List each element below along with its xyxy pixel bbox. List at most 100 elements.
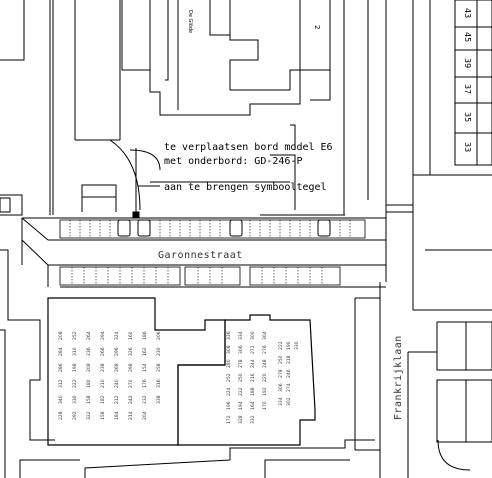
house-number: 322 — [86, 411, 92, 420]
building-number: 2 — [313, 25, 321, 29]
annotation-line-1: te verplaatsen bord model E6 — [164, 142, 333, 153]
house-number: 300 — [250, 331, 256, 340]
house-number: 264 — [86, 331, 92, 340]
house-number: 330 — [294, 341, 300, 350]
house-number: 278 — [238, 359, 244, 368]
house-number: 43 — [463, 8, 472, 18]
house-number: 334 — [238, 331, 244, 340]
house-number: 218 — [286, 355, 292, 364]
house-number: 238 — [100, 363, 106, 372]
house-number: 294 — [100, 331, 106, 340]
house-number: 284 — [58, 347, 64, 356]
house-number: 276 — [262, 345, 268, 354]
house-number: 306 — [238, 345, 244, 354]
house-number: 308 — [226, 345, 232, 354]
house-number: 280 — [226, 359, 232, 368]
house-number: 252 — [72, 331, 78, 340]
house-number: 180 — [86, 379, 92, 388]
house-number: 310 — [72, 347, 78, 356]
house-number: 154 — [142, 363, 148, 372]
house-number: 204 — [142, 411, 148, 420]
house-number: 222 — [238, 387, 244, 396]
house-number: 328 — [238, 415, 244, 424]
house-number: 208 — [58, 331, 64, 340]
house-number: 304 — [262, 331, 268, 340]
street-label-frankrijklaan: Frankrijklaan — [393, 335, 404, 420]
house-numbers-left-block: 2082842863123402282523101982223302922642… — [58, 331, 162, 420]
street-label-garonnestraat: Garonnestraat — [158, 250, 243, 261]
house-number: 306 — [278, 383, 284, 392]
house-number: 274 — [286, 383, 292, 392]
house-number: 296 — [114, 347, 120, 356]
house-number: 340 — [58, 395, 64, 404]
house-number: 158 — [86, 395, 92, 404]
house-number: 164 — [250, 401, 256, 410]
house-number: 248 — [262, 359, 268, 368]
house-number: 312 — [58, 379, 64, 388]
annotation-line-2: met onderbord: GD-246-P — [164, 156, 302, 167]
house-number: 252 — [226, 373, 232, 382]
house-number: 232 — [142, 395, 148, 404]
house-number: 236 — [86, 347, 92, 356]
house-number: 212 — [114, 395, 120, 404]
house-number: 244 — [250, 359, 256, 368]
house-number: 222 — [72, 379, 78, 388]
house-number: 184 — [114, 411, 120, 420]
house-number: 176 — [142, 379, 148, 388]
house-number: 214 — [128, 411, 134, 420]
house-number: 338 — [156, 395, 162, 404]
house-number: 188 — [250, 387, 256, 396]
house-number: 336 — [226, 331, 232, 340]
house-number: 194 — [238, 401, 244, 410]
house-number: 222 — [278, 341, 284, 350]
house-number: 186 — [142, 331, 148, 340]
house-number: 298 — [128, 363, 134, 372]
house-number: 250 — [238, 373, 244, 382]
house-number: 190 — [286, 341, 292, 350]
house-number: 332 — [250, 415, 256, 424]
annotation-line-3: aan te brengen symbooltegel — [164, 182, 327, 193]
house-number: 160 — [128, 331, 134, 340]
house-number: 162 — [142, 347, 148, 356]
house-number: 334 — [278, 397, 284, 406]
house-numbers-right: 43 45 39 37 35 33 — [463, 8, 472, 152]
house-number: 278 — [278, 369, 284, 378]
house-number: 272 — [250, 345, 256, 354]
house-number: 266 — [100, 347, 106, 356]
house-number: 228 — [58, 411, 64, 420]
house-number: 210 — [100, 379, 106, 388]
house-number: 37 — [463, 84, 472, 94]
house-number: 292 — [72, 411, 78, 420]
house-number: 240 — [114, 379, 120, 388]
house-number: 196 — [226, 401, 232, 410]
house-number: 45 — [463, 32, 472, 42]
house-number: 258 — [156, 363, 162, 372]
house-number: 33 — [463, 142, 472, 152]
parking-north-dividers — [69, 220, 351, 238]
house-number: 220 — [262, 373, 268, 382]
house-number: 35 — [463, 112, 472, 122]
house-number: 170 — [262, 401, 268, 410]
house-number: 230 — [156, 347, 162, 356]
house-number: 268 — [114, 363, 120, 372]
house-number: 208 — [86, 363, 92, 372]
building-label: De Glöde — [187, 10, 193, 33]
house-number: 182 — [100, 395, 106, 404]
house-number: 270 — [128, 379, 134, 388]
house-number: 216 — [250, 373, 256, 382]
house-number: 224 — [226, 387, 232, 396]
house-number: 324 — [114, 331, 120, 340]
house-number: 158 — [100, 411, 106, 420]
tree-pits-north — [117, 219, 331, 237]
parking-south-dividers — [71, 267, 323, 285]
house-numbers-middle-block: 336 308 280 252 224 196 172 334 306 278 250 222 194 3… — [226, 331, 268, 424]
house-number: 250 — [278, 355, 284, 364]
house-number: 172 — [226, 415, 232, 424]
house-number: 330 — [72, 395, 78, 404]
house-number: 192 — [262, 387, 268, 396]
house-number: 206 — [156, 331, 162, 340]
house-number: 326 — [128, 347, 134, 356]
